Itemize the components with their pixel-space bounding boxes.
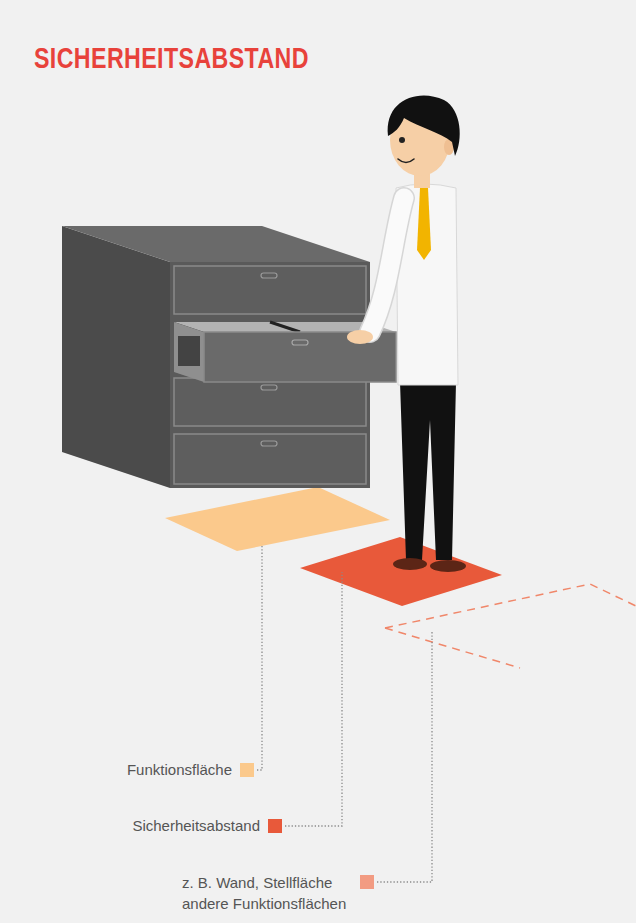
drawer [174, 434, 366, 484]
hair [388, 96, 460, 157]
function-area [165, 487, 390, 551]
drawer-rail [178, 336, 200, 366]
drawer [174, 266, 366, 314]
leader-line [377, 632, 432, 882]
smile [398, 159, 414, 163]
cabinet-top [62, 226, 370, 262]
dashed-edge [385, 584, 636, 628]
legend-label: Sicherheitsabstand [132, 817, 260, 835]
drawer-handle [292, 340, 308, 345]
arm [370, 198, 404, 332]
drawer-handle [261, 273, 277, 278]
cabinet-side [62, 226, 170, 488]
drawer [174, 378, 366, 426]
legend-swatch [268, 819, 282, 833]
leader-lines [257, 546, 432, 882]
filing-cabinet [62, 226, 396, 488]
leader-line [257, 546, 262, 770]
shoe [393, 558, 427, 570]
leader-line [285, 572, 342, 826]
tie [417, 188, 431, 260]
drawer-handle [261, 441, 277, 446]
hand [347, 330, 373, 344]
page-title: SICHERHEITSABSTAND [34, 44, 309, 73]
person [347, 96, 466, 573]
trousers [400, 382, 456, 560]
drawer-handle [261, 385, 277, 390]
shoe [430, 560, 466, 572]
safety-area [300, 537, 502, 606]
legend-swatch [240, 763, 254, 777]
eye [399, 137, 405, 143]
other-area-outline [385, 584, 636, 668]
arm-outline [370, 198, 404, 332]
drawer-divider [270, 322, 300, 332]
legend-label: Funktionsfläche [127, 761, 232, 779]
legend-swatch [360, 875, 374, 889]
drawer-side [174, 322, 204, 382]
dashed-edge [385, 628, 520, 668]
legend-label: z. B. Wand, Stellfläche andere Funktions… [182, 872, 360, 914]
